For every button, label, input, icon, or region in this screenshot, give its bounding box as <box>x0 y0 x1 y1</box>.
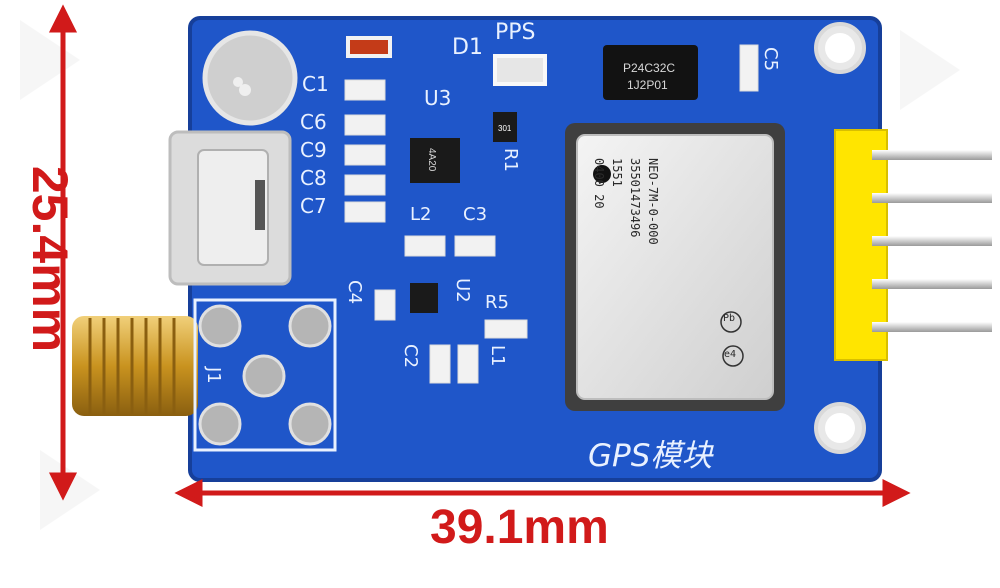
eeprom-chip: P24C32C 1J2P01 <box>603 45 698 100</box>
r1-text: 301 <box>498 124 512 133</box>
module-line-2: 35501473496 <box>628 158 642 238</box>
dimension-lines <box>48 4 911 508</box>
r1-component: 301 <box>493 112 517 142</box>
label-pps: PPS <box>495 20 536 45</box>
cert-mark-pb: Pb <box>723 313 736 324</box>
label-c9: C9 <box>300 138 327 162</box>
module-line-4: 0400 20 <box>592 158 606 209</box>
height-dimension-label: 25.4mm <box>22 165 78 353</box>
u3-text: 4A20 <box>426 148 437 172</box>
label-c4: C4 <box>344 280 365 305</box>
label-c7: C7 <box>300 194 327 218</box>
eeprom-line-2: 1J2P01 <box>627 78 668 92</box>
label-u3: U3 <box>424 86 452 110</box>
cert-mark-e4: e4 <box>724 349 737 360</box>
label-r1: R1 <box>500 148 521 172</box>
j1-pads <box>193 298 337 452</box>
width-dimension-label: 39.1mm <box>430 501 609 554</box>
label-c6: C6 <box>300 110 327 134</box>
module-line-3: 1551 <box>610 158 624 187</box>
module-line-1: NEO-7M-0-000 <box>646 158 660 245</box>
label-c1: C1 <box>302 72 329 96</box>
label-d1: D1 <box>452 35 483 60</box>
label-c8: C8 <box>300 166 327 190</box>
label-c3: C3 <box>463 204 488 225</box>
label-c2: C2 <box>400 344 421 369</box>
board-title: GPS模块 <box>588 438 713 474</box>
label-r5: R5 <box>485 292 509 313</box>
label-l1: L1 <box>487 345 508 367</box>
gps-shield-module <box>565 123 785 411</box>
mounting-holes <box>814 22 866 454</box>
label-l2: L2 <box>410 204 432 225</box>
u2-chip <box>410 283 438 313</box>
label-j1: J1 <box>203 367 224 384</box>
micro-usb-connector <box>168 130 292 286</box>
label-u2: U2 <box>452 278 473 303</box>
u3-chip: 4A20 <box>410 138 460 183</box>
backup-battery <box>202 30 298 126</box>
sma-antenna-connector <box>72 316 198 416</box>
header-pins <box>834 129 992 361</box>
label-c5: C5 <box>760 47 781 72</box>
passive-components <box>344 36 759 384</box>
eeprom-line-1: P24C32C <box>623 61 675 75</box>
